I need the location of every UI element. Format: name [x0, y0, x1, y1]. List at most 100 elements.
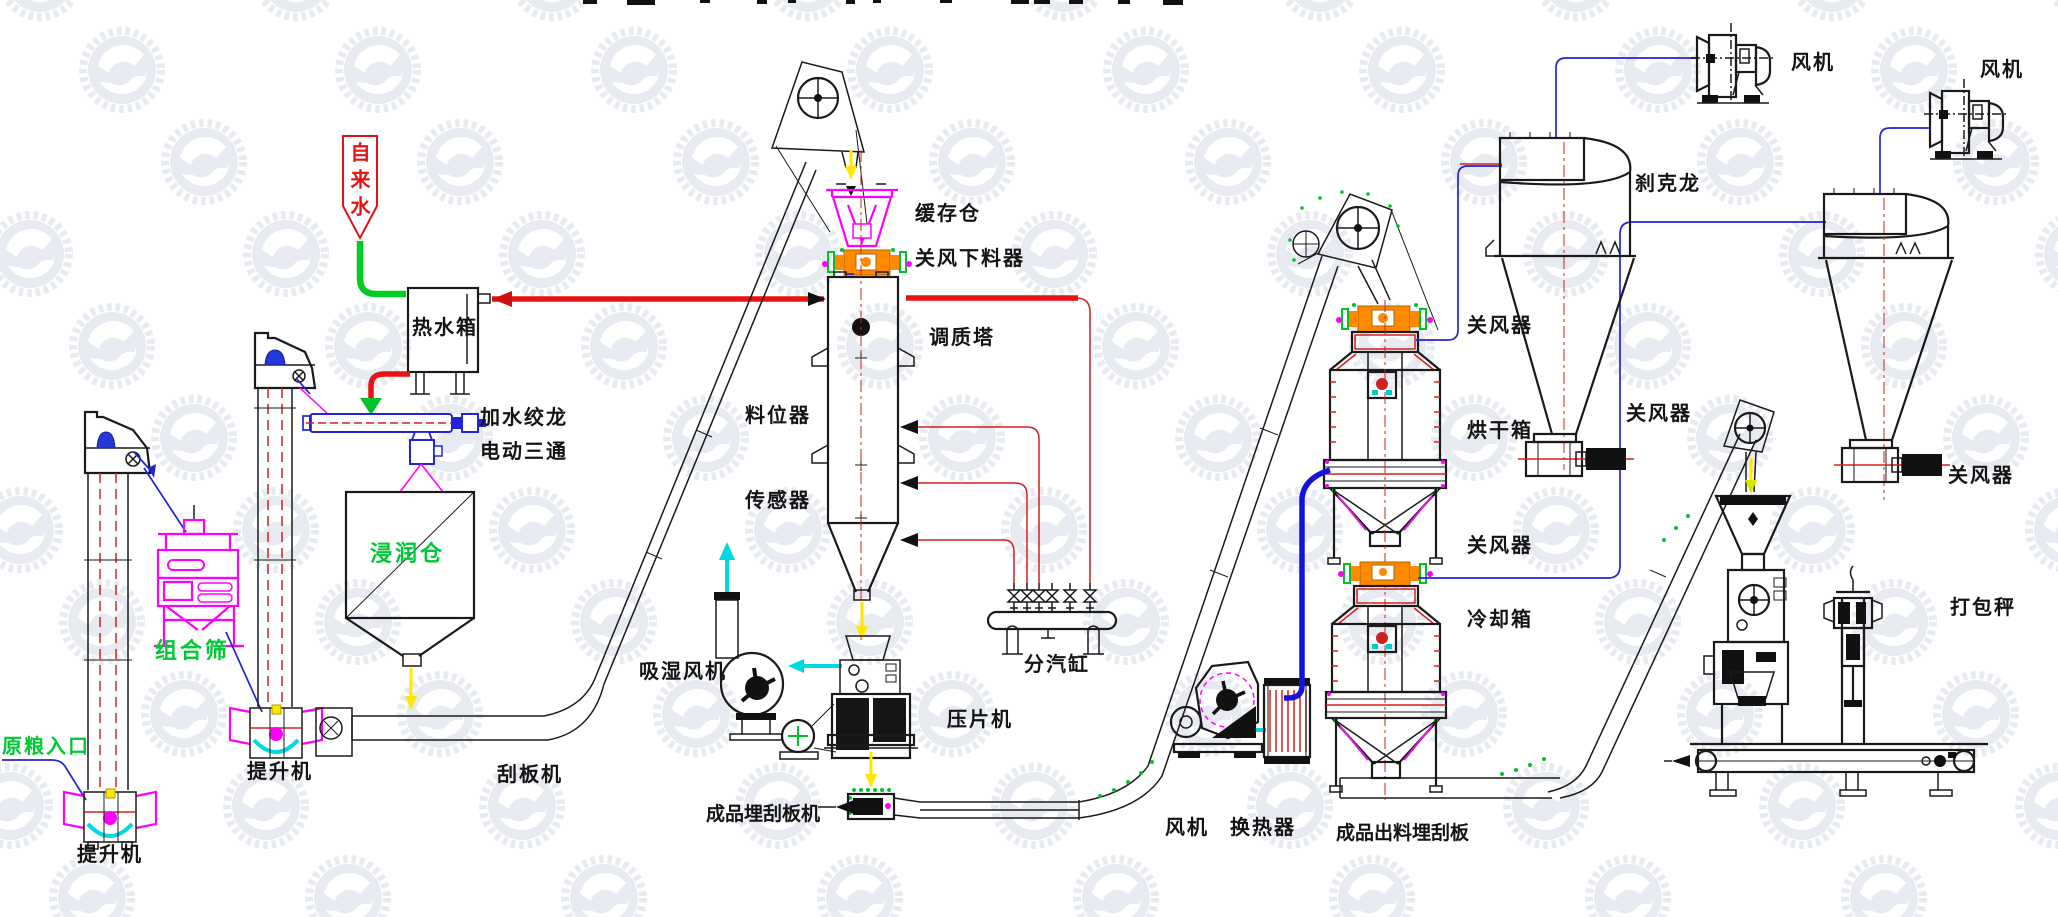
watermark-gear-logo — [319, 583, 397, 661]
electric-three-way-valve — [399, 431, 444, 493]
watermark-gear-logo — [83, 31, 161, 109]
moisture-absorption-fan — [714, 542, 842, 741]
watermark-gear-logo — [493, 491, 571, 569]
buffer-bin-label: 缓存仓 — [915, 201, 981, 225]
watermark-gear-logo — [595, 31, 673, 109]
watermark-gear-logo — [933, 123, 1011, 201]
watermark-gear-logo — [923, 399, 1001, 477]
watermark-gear-logo — [677, 123, 755, 201]
airlock-feeder-label: 关风下料器 — [915, 246, 1025, 270]
flaking-machine — [779, 635, 918, 788]
watermark-gear-logo — [2049, 0, 2058, 17]
discharge-scraper-duct — [1339, 433, 1757, 799]
bagging-belt-conveyor — [1664, 742, 1988, 797]
elevator-1-label: 提升机 — [77, 842, 143, 866]
elevator-2-label: 提升机 — [247, 759, 313, 783]
combination-sieve-label: 组合筛 — [155, 639, 231, 664]
hot-water-tank-label: 热水箱 — [412, 315, 478, 339]
steam-lines-to-tower — [900, 295, 1091, 583]
watermark-gear-logo — [1517, 491, 1595, 569]
watermark-gear-logo — [2029, 491, 2058, 569]
watermark-gear-logo — [995, 767, 1073, 845]
fan-top-1-label: 风机 — [1791, 50, 1835, 74]
watermark-gear-logo — [565, 859, 643, 917]
electric-tee-label: 电动三通 — [480, 439, 568, 463]
manifold-valves — [1006, 583, 1098, 613]
airlock-dryer-top-label: 关风器 — [1467, 313, 1533, 337]
watermark-gear-logo — [1783, 215, 1861, 293]
watermark-gear-logo — [155, 399, 233, 477]
watermark-gear-logo — [1363, 31, 1441, 109]
watermark-gear-logo — [1333, 859, 1411, 917]
watermark-gear-logo — [0, 491, 59, 569]
exhaust-fan-1 — [1689, 21, 1777, 105]
watermark-gear-logo — [821, 859, 899, 917]
cooling-box-label: 冷却箱 — [1467, 607, 1533, 631]
moisture-fan-label: 吸湿风机 — [639, 659, 727, 683]
incline-to-drying-box — [920, 190, 1439, 820]
steam-manifold-label: 分汽缸 — [1024, 652, 1090, 676]
watermark-gear-logo — [73, 307, 151, 385]
level-indicator-label: 料位器 — [745, 403, 811, 427]
scraper-conveyor — [315, 161, 817, 757]
hot-air-fan — [1169, 660, 1264, 758]
watermark-gear-logo — [257, 0, 335, 17]
cyclone-2 — [1818, 188, 1954, 500]
watermark-gear-logo — [1107, 31, 1185, 109]
finished-scraper-label: 成品埋刮板机 — [706, 803, 821, 825]
packing-scale-machine — [1703, 494, 1792, 744]
heat-exchanger — [1256, 678, 1312, 764]
watermark-gear-logo — [1179, 399, 1257, 477]
watermark-gear-logo — [1445, 123, 1523, 201]
flaking-machine-label: 压片机 — [947, 707, 1013, 731]
tap-water-label: 自来水 — [347, 142, 371, 223]
sensor-label: 传感器 — [745, 488, 811, 512]
watermark-gear-logo — [1077, 859, 1155, 917]
watermark-gear-logo — [53, 859, 131, 917]
mid-airlock — [1338, 561, 1433, 587]
watermark-gear-logo — [1005, 491, 1083, 569]
air-piping — [1416, 57, 1930, 579]
raw-grain-inlet-label: 原粮入口 — [2, 734, 90, 758]
watermark-gear-logo — [309, 859, 387, 917]
watermark-gear-logo — [1537, 0, 1615, 17]
watermark-gear-logo — [1189, 123, 1267, 201]
watermark-gear-logo — [1281, 0, 1359, 17]
fan-bottom-label: 风机 — [1165, 815, 1209, 839]
watermark-gear-logo — [2039, 215, 2058, 293]
watermark-gear-logo — [1169, 675, 1247, 753]
watermark-gear-logo — [1097, 307, 1175, 385]
drying-box — [1322, 300, 1448, 800]
watermark-gear-logo — [1793, 0, 1871, 17]
conditioning-tower — [811, 150, 915, 640]
watermark-gear-logo — [657, 675, 735, 753]
watermark-gear-logo — [1845, 859, 1923, 917]
tap-water-funnel — [342, 135, 406, 298]
cyclone-label: 刹克龙 — [1635, 171, 1701, 195]
raw-grain-inlet-leader — [2, 759, 87, 801]
watermark-gear-logo — [237, 491, 315, 569]
watermark-gear-logo — [339, 31, 417, 109]
watermark-gear-logo — [585, 307, 663, 385]
bag-clamp-station — [1823, 565, 1883, 744]
bucket-elevator-2 — [228, 331, 331, 759]
airlock-feeder — [822, 248, 912, 276]
watermark-gear-logo — [401, 675, 479, 753]
watermark-gear-logo — [1701, 123, 1779, 201]
drying-box-label: 烘干箱 — [1467, 418, 1533, 442]
watermark-gear-logo — [1527, 215, 1605, 293]
watermark-gear-logo — [165, 123, 243, 201]
combination-sieve — [143, 467, 263, 713]
watermark-gear-logo — [1763, 767, 1841, 845]
finished-discharge-scraper-label: 成品出料埋刮板 — [1336, 822, 1470, 844]
packing-scale-label: 打包秤 — [1950, 595, 2016, 619]
watermark-gear-logo — [1691, 399, 1769, 477]
airlock-mid-label: 关风器 — [1467, 533, 1533, 557]
fan-top-2-label: 风机 — [1980, 57, 2024, 81]
incline-head-to-buffer — [770, 61, 869, 233]
watermark-gear-logo — [1937, 675, 2015, 753]
watermark-gear-logo — [769, 0, 847, 17]
watermark-gear-logo — [503, 215, 581, 293]
